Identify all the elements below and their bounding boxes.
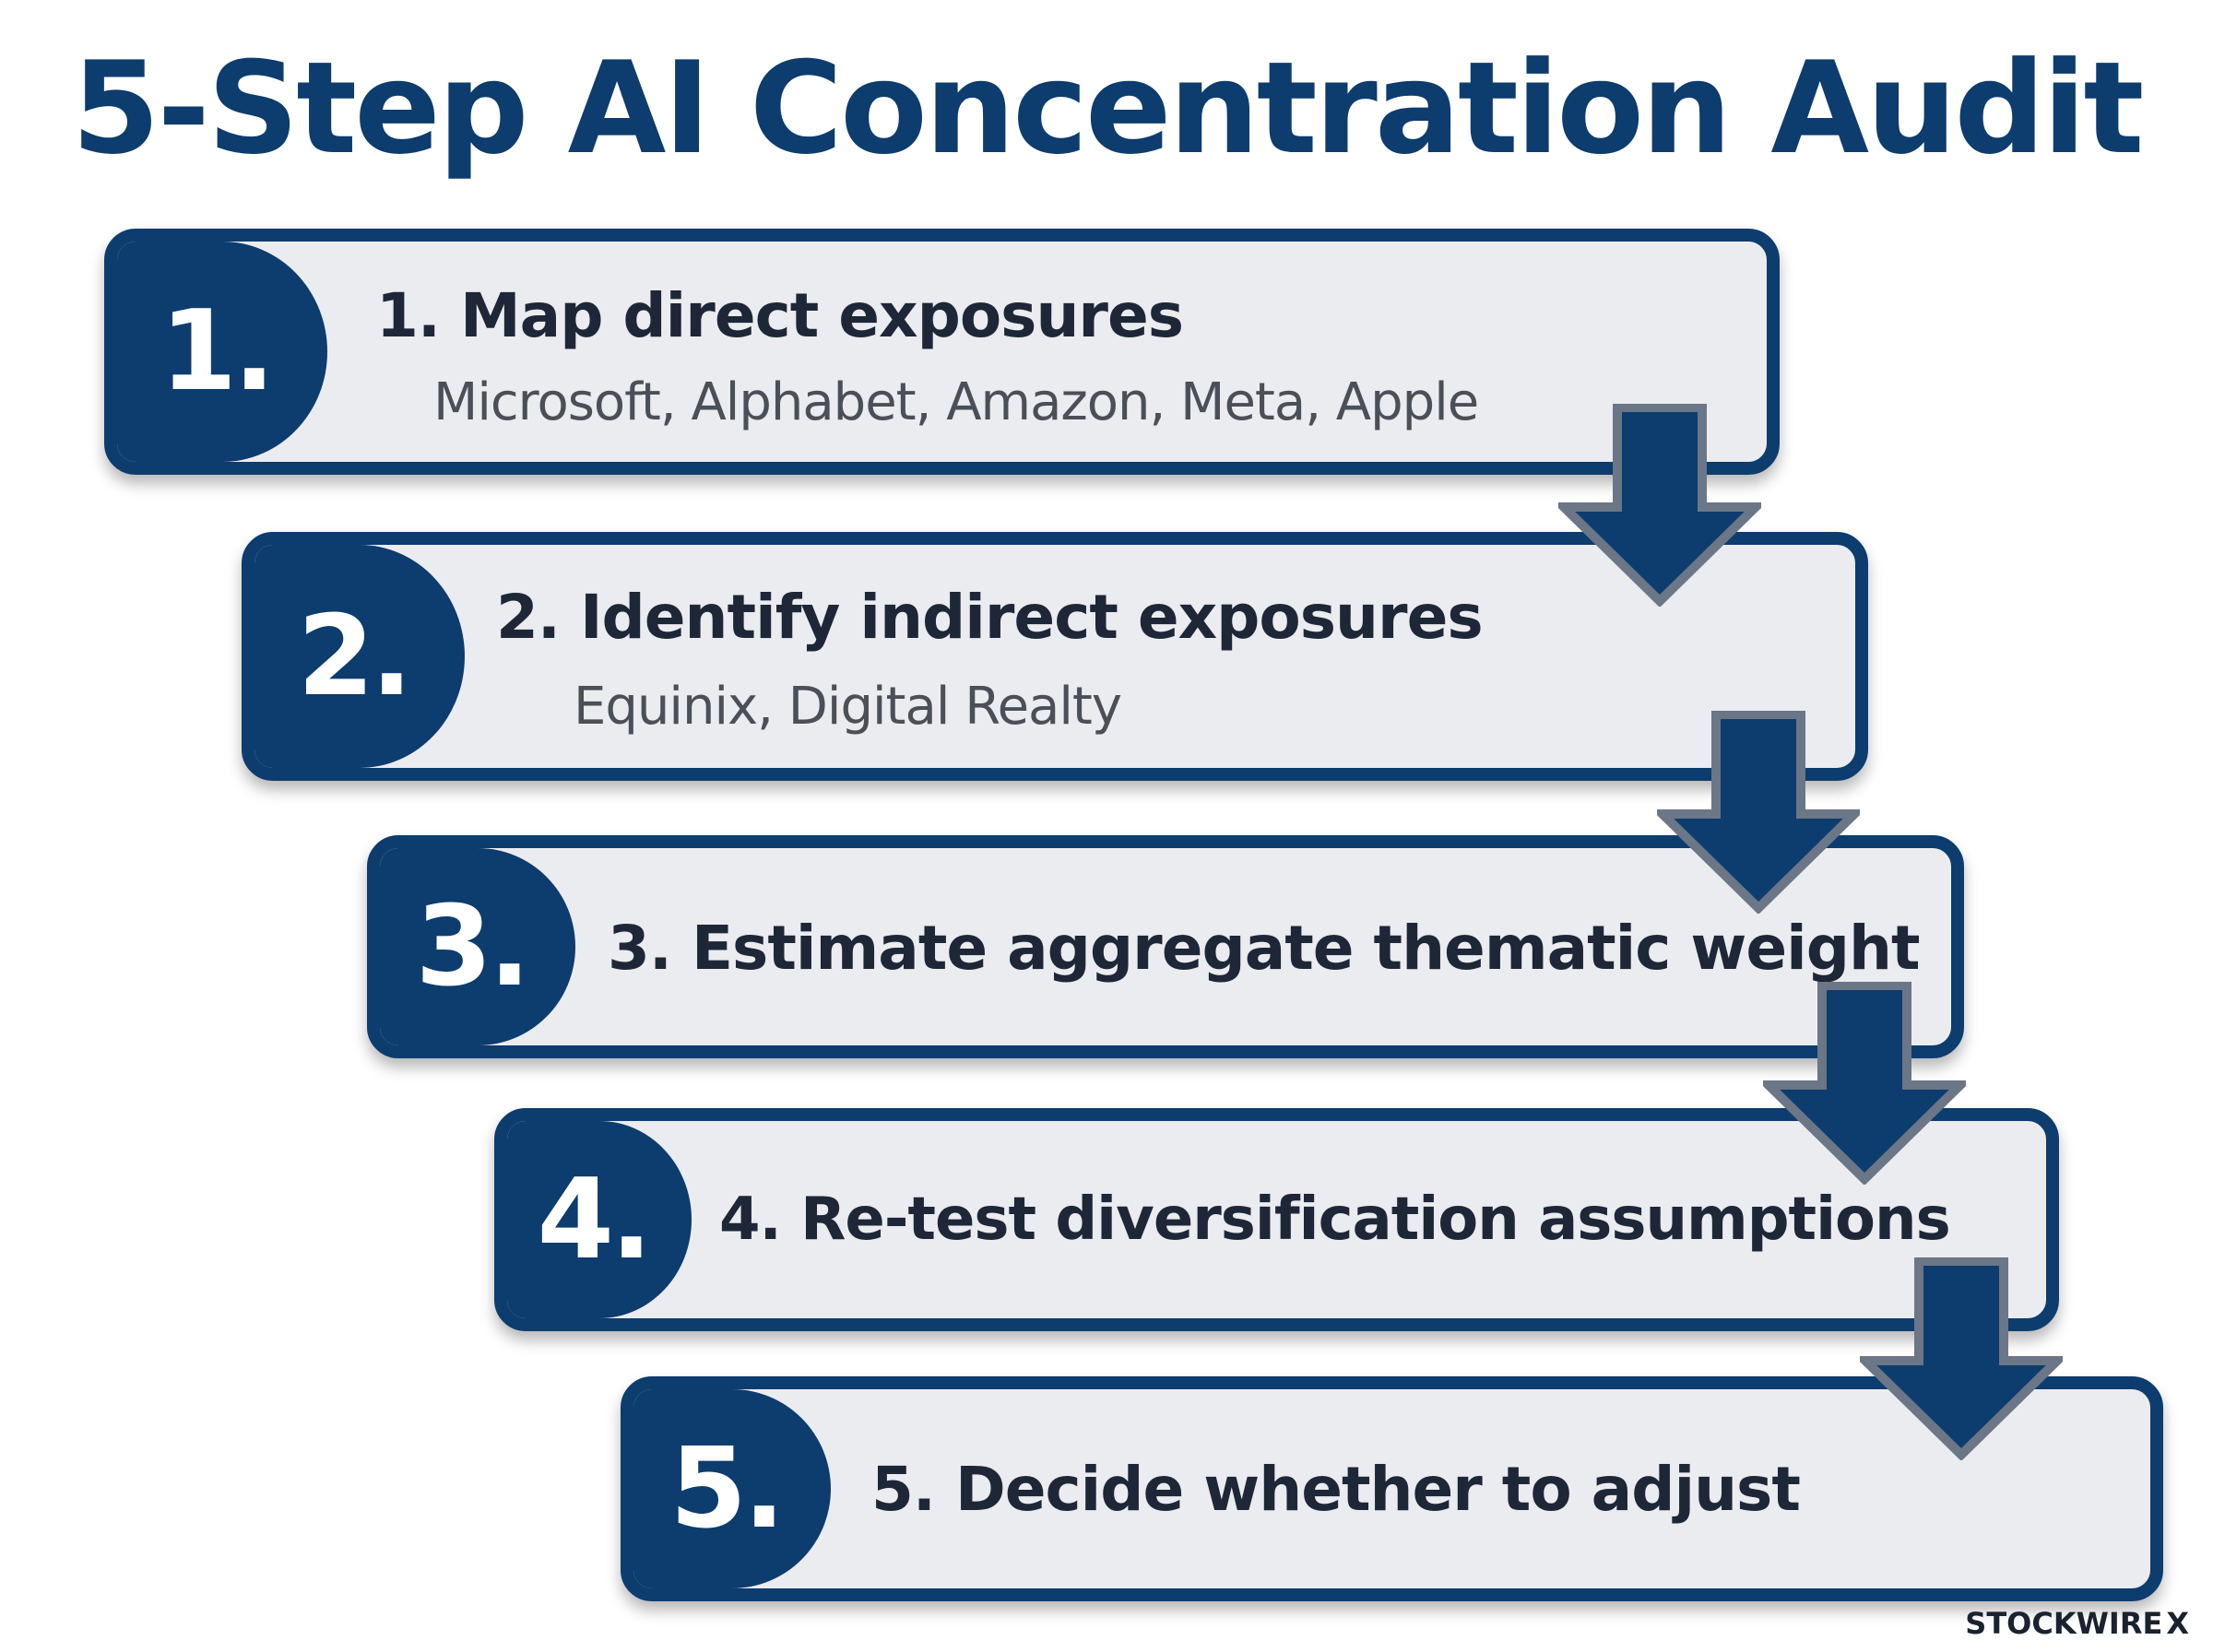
step-2-number-tab: 2.: [254, 545, 465, 768]
step-1-number: 1.: [160, 288, 275, 416]
step-5-title: 5. Decide whether to adjust: [871, 1454, 1801, 1525]
brand-name: STOCKWIRE: [1965, 1606, 2163, 1641]
arrow-down-icon: [1558, 404, 1761, 607]
step-2-card: 2. 2. Identify indirect exposures Equini…: [242, 532, 1868, 781]
step-5-number: 5.: [669, 1424, 785, 1553]
brand-mark: X: [2166, 1606, 2189, 1641]
step-3-number: 3.: [415, 882, 530, 1011]
arrow-down-icon: [1657, 711, 1860, 914]
step-1-card: 1. 1. Map direct exposures Microsoft, Al…: [104, 229, 1780, 475]
arrow-down-icon: [1860, 1257, 2063, 1460]
step-1-number-tab: 1.: [117, 242, 327, 462]
step-1-subtitle: Microsoft, Alphabet, Amazon, Meta, Apple: [433, 372, 1479, 432]
step-3-number-tab: 3.: [380, 848, 575, 1045]
diagram-title: 5-Step AI Concentration Audit: [71, 34, 2145, 183]
step-4-number-tab: 4.: [507, 1121, 692, 1318]
step-4-number: 4.: [537, 1155, 652, 1284]
step-4-title: 4. Re-test diversification assumptions: [719, 1186, 1951, 1254]
step-5-card: 5. 5. Decide whether to adjust: [621, 1376, 2163, 1601]
step-2-title: 2. Identify indirect exposures: [496, 582, 1484, 653]
step-3-card: 3. 3. Estimate aggregate thematic weight: [367, 835, 1964, 1058]
step-5-number-tab: 5.: [633, 1389, 831, 1588]
step-2-subtitle: Equinix, Digital Realty: [574, 677, 1122, 737]
step-1-title: 1. Map direct exposures: [376, 280, 1184, 351]
arrow-down-icon: [1763, 982, 1966, 1185]
step-3-title: 3. Estimate aggregate thematic weight: [608, 913, 1921, 984]
step-4-card: 4. 4. Re-test diversification assumption…: [494, 1108, 2059, 1331]
step-2-number: 2.: [297, 592, 412, 721]
